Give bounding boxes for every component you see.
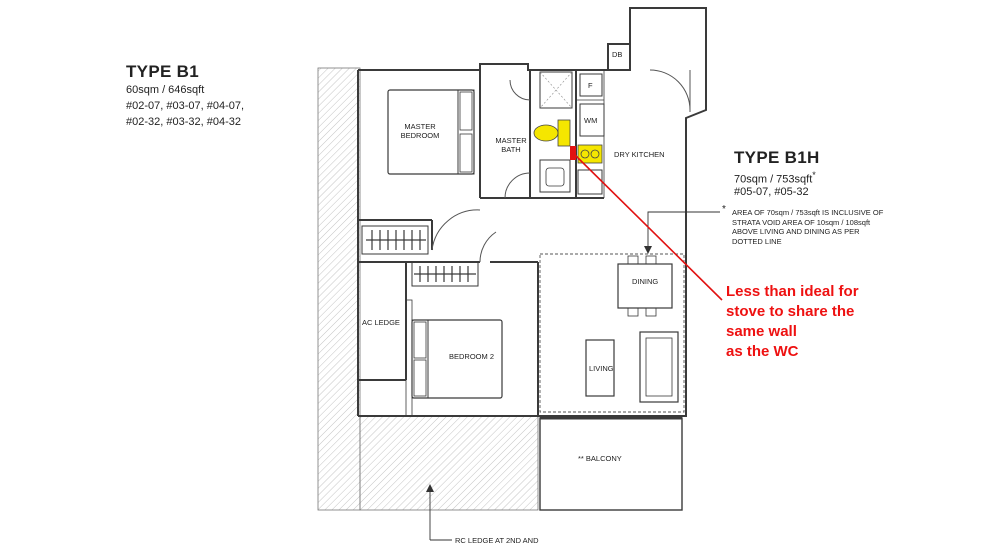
rc-ledge-label: RC LEDGE AT 2ND AND [455,536,539,545]
annotation-line: same wall [726,323,797,340]
room-label-line: MASTER [404,122,436,131]
type-b1h-footnote: AREA OF 70sqm / 753sqft IS INCLUSIVE OF … [732,208,883,246]
room-dining: DINING [632,277,659,286]
label-wm: WM [584,116,598,125]
type-b1-title: TYPE B1 [126,62,199,81]
type-b1h-area-mark: * [812,170,816,180]
type-b1h-footnote-mark: * [722,204,726,215]
annotation-pointer [573,153,723,301]
room-label-line: MASTER [495,136,527,145]
type-b1h-area-value: 70sqm / 753sqft [734,173,813,186]
type-b1-area: 60sqm / 646sqft [126,84,205,96]
room-label-line: BATH [501,145,521,154]
annotation-line: Less than ideal for [726,283,859,300]
rc-ledge-bottom [359,415,539,511]
room-master-bedroom: MASTER BEDROOM [398,122,442,140]
shared-wall-marker [570,146,576,160]
type-b1h-area: 70sqm / 753sqft* [734,170,816,186]
room-living: LIVING [589,364,614,373]
annotation-text: Less than ideal for stove to share the s… [726,282,859,362]
annotation-line: stove to share the [726,303,855,320]
type-b1h-title: TYPE B1H [734,148,820,167]
label-db: DB [612,50,623,59]
type-b1-units-2: #02-32, #03-32, #04-32 [126,116,241,128]
room-master-bath: MASTER BATH [494,136,528,154]
room-bedroom-2: BEDROOM 2 [449,352,495,361]
room-dry-kitchen: DRY KITCHEN [614,150,665,159]
footnote-line: DOTTED LINE [732,236,782,246]
wc-highlight [557,119,571,147]
footnote-line: STRATA VOID AREA OF 10sqm / 108sqft [732,217,871,227]
footnote-line: ABOVE LIVING AND DINING AS PER [732,227,860,236]
room-balcony: ** BALCONY [578,454,622,463]
label-fridge: F [588,81,593,90]
type-b1h-units: #05-07, #05-32 [734,186,809,198]
strata-void-outline [539,253,685,413]
room-label-line: BEDROOM [400,131,440,140]
type-b1-units-1: #02-07, #03-07, #04-07, [126,100,245,112]
footnote-line: AREA OF 70sqm / 753sqft IS INCLUSIVE OF [732,208,884,217]
wc-bowl [533,124,559,142]
stove-highlight [577,144,603,164]
rc-ledge-left [317,67,361,511]
room-ac-ledge: AC LEDGE [362,318,400,327]
annotation-line: as the WC [726,343,799,360]
